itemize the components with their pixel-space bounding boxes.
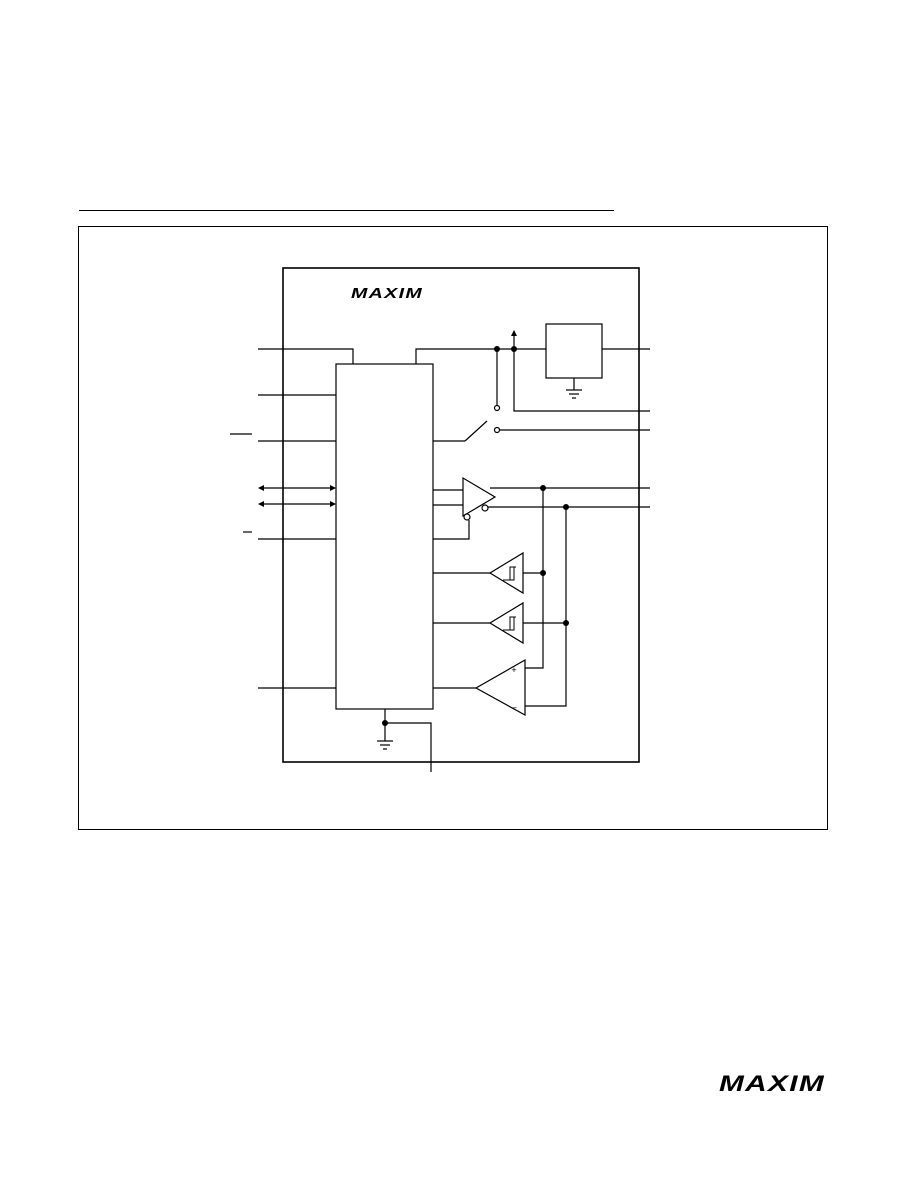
driver-enable-wire [433, 520, 470, 540]
comparator-plus-label: + [511, 665, 516, 675]
controller-ground-icon [377, 740, 393, 750]
section-divider [79, 210, 614, 211]
comparator-minus-label: – [511, 702, 516, 712]
switch-contact-top [493, 404, 501, 412]
comparator-plus-wire [525, 488, 544, 669]
switch-arm [464, 420, 488, 442]
ground-pin-wire [385, 722, 432, 772]
figure-frame [78, 226, 828, 830]
junction-dot [494, 346, 500, 352]
junction-dot [540, 570, 546, 576]
line-driver [462, 476, 497, 518]
ic-logo: MAXIM [351, 285, 423, 302]
hysteresis-icon-2 [503, 616, 516, 631]
schmitt-receiver-2 [488, 601, 524, 645]
supply-pin-wire [513, 349, 650, 412]
junction-dot [563, 620, 569, 626]
differential-comparator [474, 658, 526, 717]
junction-dot [511, 346, 517, 352]
driver-enable-bubble [463, 513, 471, 521]
hysteresis-icon-1b [507, 567, 515, 581]
comparator-minus-wire [525, 507, 567, 707]
hysteresis-icon-2b [507, 617, 515, 631]
junction-dot [540, 485, 546, 491]
maxim-logo: MAXIM [719, 1071, 825, 1096]
hysteresis-icon-1 [503, 566, 516, 581]
regulator-block [545, 323, 603, 379]
ic-package-outline [282, 267, 640, 763]
junction-dot [563, 504, 569, 510]
supply-bus-wire [415, 348, 546, 364]
driver-inverting-bubble [481, 504, 489, 512]
switch-contact-bottom [493, 426, 501, 434]
controller-block [335, 363, 434, 710]
pin-wire-left-1 [258, 348, 354, 364]
junction-dot [382, 720, 388, 726]
regulator-ground-icon [566, 389, 582, 399]
schmitt-receiver-1 [488, 551, 524, 595]
